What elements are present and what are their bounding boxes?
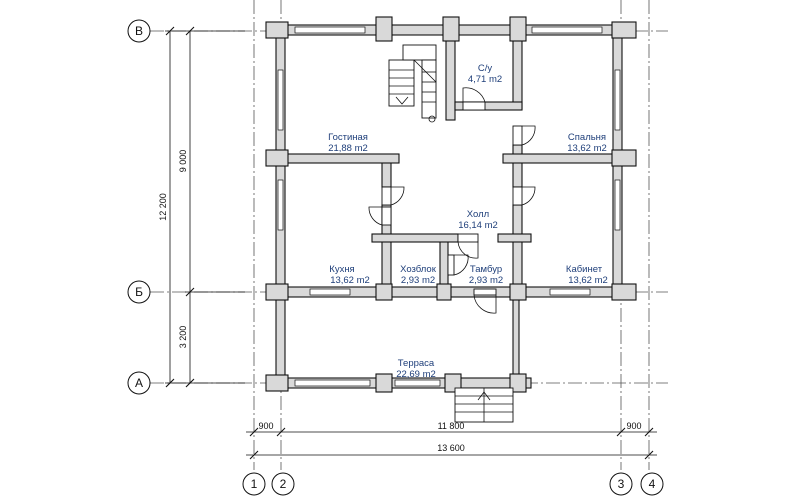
axis-bubble-4: 4 <box>640 472 664 496</box>
log-end <box>611 149 637 167</box>
log-end <box>265 21 289 39</box>
room-area-office: 13,62 m2 <box>568 275 608 286</box>
door-hall <box>457 233 479 259</box>
stairs <box>388 44 437 123</box>
room-area-living: 21,88 m2 <box>328 143 368 154</box>
axis-bubble-1: 1 <box>242 472 266 496</box>
log-end <box>375 283 393 301</box>
walls <box>270 24 632 389</box>
door-living <box>381 186 405 206</box>
doors <box>368 87 536 314</box>
porch-steps <box>454 387 514 423</box>
axis-label-v: В <box>135 24 143 38</box>
room-name-terrace: Терраса <box>398 358 435 369</box>
room-name-vestibule: Тамбур <box>470 264 502 275</box>
room-area-hall: 16,14 m2 <box>458 220 498 231</box>
window-terrace-left <box>294 379 371 387</box>
dim-left-offset: 900 <box>258 421 273 431</box>
axis-label-3: 3 <box>618 477 625 491</box>
wall-hall-bottom-right <box>497 233 532 243</box>
log-end <box>444 373 462 393</box>
window-left-living <box>277 69 284 131</box>
log-end <box>442 16 460 42</box>
log-ends <box>265 16 637 393</box>
wall-terrace-right <box>512 296 520 384</box>
horizontal-dimensions: 900 11 800 900 13 600 <box>246 421 657 460</box>
axis-label-1: 1 <box>251 477 258 491</box>
log-end <box>611 283 637 301</box>
log-end <box>265 283 289 301</box>
log-end <box>265 149 289 167</box>
axis-label-4: 4 <box>649 477 656 491</box>
window-office-front <box>549 288 591 296</box>
axis-bubble-2: 2 <box>271 472 295 496</box>
room-labels: С/у 4,71 m2 Гостиная 21,88 m2 Спальня 13… <box>328 63 608 380</box>
room-area-kitchen: 13,62 m2 <box>330 275 370 286</box>
axis-bubble-3: 3 <box>609 472 633 496</box>
room-name-bathroom: С/у <box>478 63 493 74</box>
log-end <box>509 16 527 42</box>
log-end <box>375 16 393 42</box>
door-bedroom <box>512 125 536 146</box>
log-end <box>611 21 637 39</box>
axis-bubble-a: А <box>127 371 151 395</box>
room-name-living: Гостиная <box>328 132 368 143</box>
axis-label-2: 2 <box>280 477 287 491</box>
room-name-office: Кабинет <box>566 264 603 275</box>
window-top-bedroom <box>531 26 603 34</box>
wall-hall-right-lower <box>512 204 523 298</box>
dim-vertical-upper: 9 000 <box>178 150 188 173</box>
room-area-bedroom: 13,62 m2 <box>567 143 607 154</box>
door-kitchen <box>368 206 392 226</box>
door-bathroom <box>462 87 486 111</box>
door-office <box>512 186 536 206</box>
log-end <box>436 283 452 301</box>
axis-label-b: Б <box>135 285 143 299</box>
window-kitchen-front <box>309 288 351 296</box>
wall-hall-bottom <box>371 233 459 243</box>
window-top-living <box>294 26 366 34</box>
window-left-kitchen <box>277 179 284 231</box>
dim-vertical-lower: 3 200 <box>178 326 188 349</box>
room-area-vestibule: 2,93 m2 <box>469 275 503 286</box>
stair-flight-right <box>421 59 437 119</box>
wall-hall-right-upper <box>512 144 523 188</box>
room-name-hall: Холл <box>467 209 489 220</box>
axis-bubble-v: В <box>127 19 151 43</box>
wall-bath-bottom <box>454 101 523 111</box>
log-end <box>509 373 527 393</box>
axis-bubble-b: Б <box>127 280 151 304</box>
log-end <box>375 373 393 393</box>
dim-overall-width: 13 600 <box>437 443 465 453</box>
room-area-bathroom: 4,71 m2 <box>468 74 502 85</box>
room-name-kitchen: Кухня <box>329 264 354 275</box>
dim-middle-span: 11 800 <box>438 421 465 431</box>
windows <box>277 26 621 387</box>
window-right-office <box>614 179 621 231</box>
room-name-utility: Хозблок <box>400 264 437 275</box>
axis-label-a: А <box>135 376 143 390</box>
door-utility <box>447 254 469 276</box>
wall-living-kitchen <box>270 153 400 164</box>
room-name-bedroom: Спальня <box>568 132 606 143</box>
window-terrace-right <box>394 379 441 387</box>
window-right-bedroom <box>614 69 621 131</box>
door-vestibule <box>473 288 497 314</box>
room-area-utility: 2,93 m2 <box>401 275 435 286</box>
stair-landing <box>402 44 437 61</box>
dim-right-offset: 900 <box>626 421 641 431</box>
log-end <box>265 374 289 392</box>
room-area-terrace: 22,69 m2 <box>396 369 436 380</box>
log-end <box>509 283 527 301</box>
vertical-dimensions: 12 200 9 000 3 200 <box>158 26 245 388</box>
dim-vertical-total: 12 200 <box>158 193 168 221</box>
stair-flight-left <box>388 59 415 107</box>
